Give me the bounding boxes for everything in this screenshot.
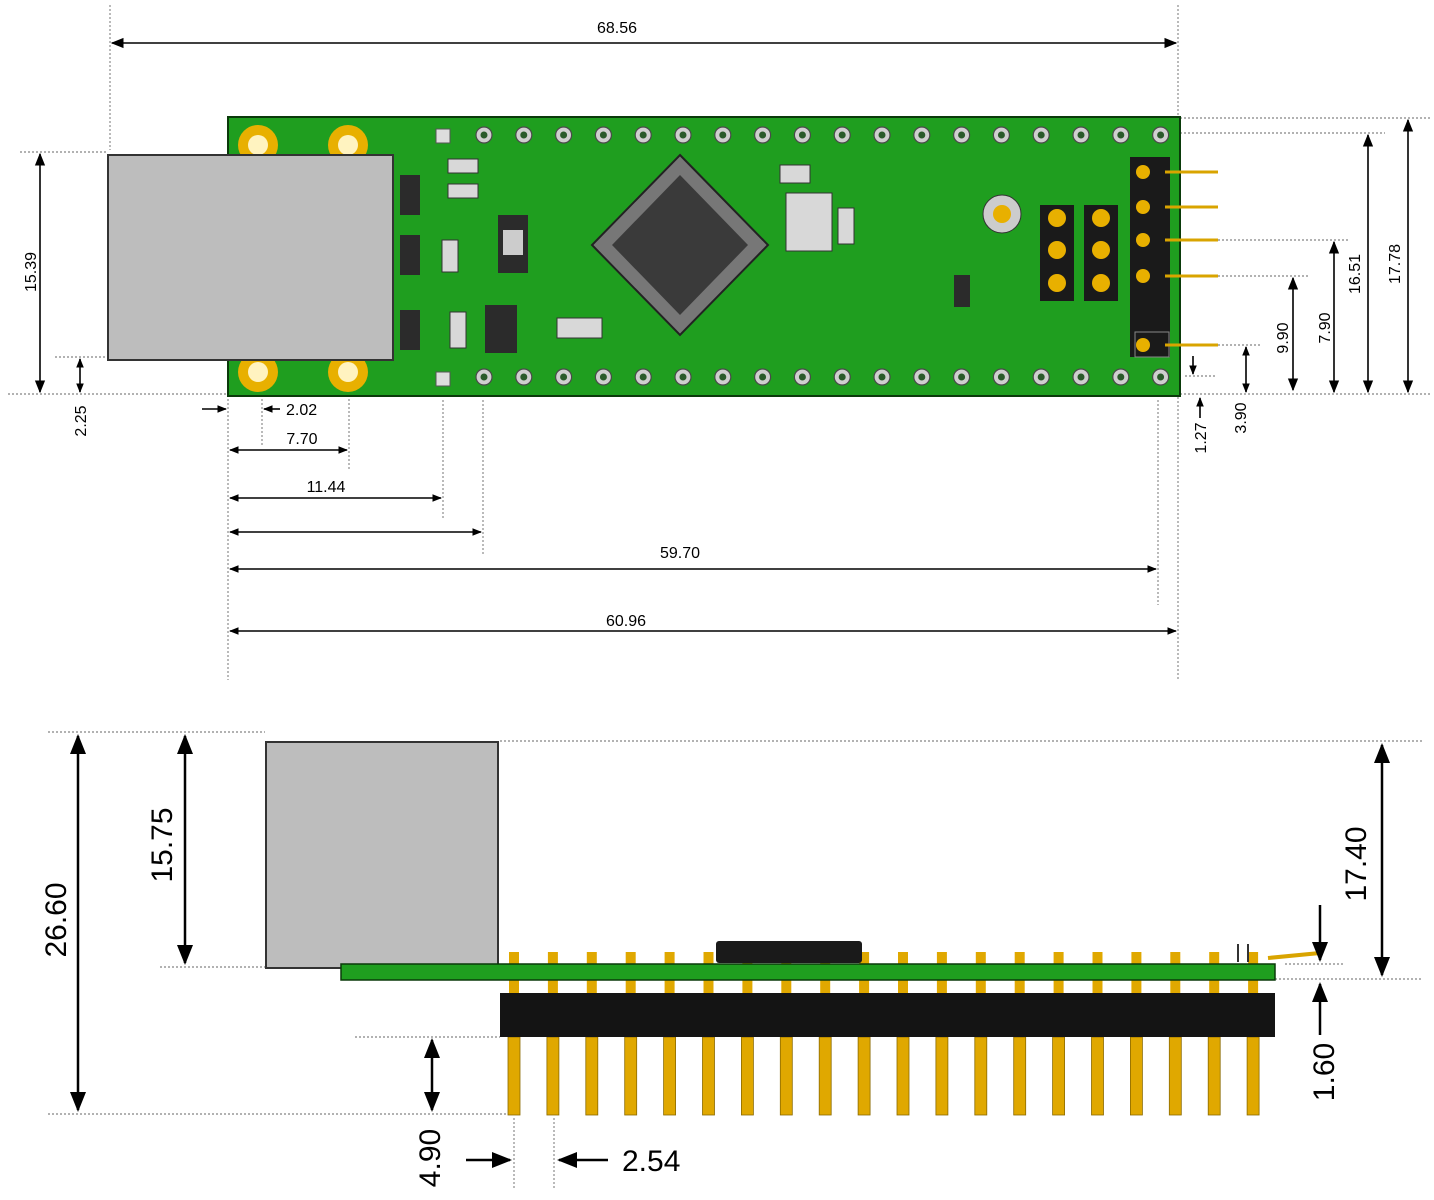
pin-shoulder: [859, 980, 870, 994]
header-pin: [1013, 1036, 1027, 1116]
header-pin: [818, 1036, 832, 1116]
header-pin: [1091, 1036, 1104, 1116]
header-pin: [1130, 1036, 1143, 1116]
label-usb-height: 15.75: [146, 807, 179, 882]
mcu-chip: [590, 153, 770, 337]
pin-shoulder: [625, 980, 636, 994]
pin-shoulder: [1131, 980, 1142, 994]
pin-stub: [1248, 952, 1259, 964]
right-angle-pin-side: [1267, 951, 1321, 960]
header-pin: [702, 1036, 715, 1116]
pin-stub: [625, 952, 636, 964]
label-header-d: 1.27: [1193, 422, 1210, 453]
pin-shoulder: [975, 980, 986, 994]
header-pin: [1246, 1036, 1260, 1116]
usb-mounting-pads: [107, 125, 394, 392]
pin-shoulder: [1209, 980, 1220, 994]
header-pin: [935, 1036, 949, 1116]
pin-row-top: [475, 126, 1170, 144]
label-header-c: 3.90: [1233, 402, 1250, 433]
usb-connector-side: [265, 741, 499, 969]
pin-stub: [509, 952, 519, 964]
label-usb-offset: 2.25: [73, 405, 90, 436]
label-hole-x2: 7.70: [286, 431, 317, 448]
pin-shoulder: [1092, 980, 1103, 994]
label-pin-pitch: 2.54: [622, 1145, 680, 1178]
pin-shoulder: [586, 980, 597, 994]
header-pins-side: [507, 952, 1260, 1116]
header-pin: [974, 1036, 988, 1116]
mcu-chip-side: [716, 941, 862, 963]
pin-shoulder: [1248, 980, 1259, 994]
pin-stub: [898, 952, 908, 964]
test-pad: [435, 371, 451, 387]
header-pin: [741, 1036, 754, 1116]
pin-stub: [936, 952, 947, 964]
pin-stub: [1092, 952, 1103, 964]
header-pin: [507, 1036, 521, 1116]
pin-shoulder: [664, 980, 675, 994]
header-pin: [896, 1036, 910, 1116]
header-pin: [624, 1036, 638, 1116]
pcb-board-side: [340, 963, 1276, 981]
pin-stub: [975, 952, 986, 964]
pin-stub: [1053, 952, 1064, 964]
label-hole-x1: 2.02: [286, 402, 317, 419]
jumper-headers: [1040, 205, 1118, 301]
label-pin-length: 4.90: [414, 1129, 447, 1187]
label-pcb-thickness: 1.60: [1308, 1043, 1341, 1101]
pin-shoulder: [703, 980, 714, 994]
right-angle-header: [1130, 157, 1218, 358]
pin-stub: [859, 952, 870, 964]
header-pin: [1052, 1036, 1065, 1116]
label-pcb-length: 60.96: [606, 613, 646, 630]
header-pin: [1207, 1036, 1221, 1116]
header-pin: [546, 1036, 560, 1116]
side-view: 26.60 15.75 17.40 1.60 4.90 2.54: [40, 731, 1422, 1190]
pin-stub: [1170, 952, 1181, 964]
label-header-b: 9.90: [1275, 322, 1292, 353]
pin-shoulder: [1170, 980, 1181, 994]
pin-stub: [664, 952, 675, 964]
pin-stub: [1209, 952, 1220, 964]
label-total-height: 26.60: [40, 882, 73, 957]
label-header-a: 7.90: [1317, 312, 1334, 343]
top-view: 68.56 15.39 2.25 2.02 7.70 11.44 59.70 6…: [8, 5, 1430, 680]
passive-components: [400, 158, 1022, 353]
header-pin: [857, 1036, 871, 1116]
pin-shoulder: [1014, 980, 1025, 994]
pin-stub: [1131, 952, 1142, 964]
test-pad: [435, 128, 451, 144]
label-pin-span: 59.70: [660, 545, 700, 562]
header-body-side: [500, 993, 1275, 1037]
label-pin-row-distance: 16.51: [1347, 254, 1364, 294]
label-hole-x3: 11.44: [307, 479, 346, 496]
pin-shoulder: [509, 980, 519, 994]
pin-shoulder: [781, 980, 792, 994]
pin-shoulder: [1053, 980, 1064, 994]
label-overall-length: 68.56: [597, 20, 637, 37]
pin-shoulder: [547, 980, 558, 994]
header-pin: [1168, 1036, 1182, 1116]
pin-shoulder: [742, 980, 753, 994]
pin-shoulder: [820, 980, 831, 994]
header-pin: [779, 1036, 793, 1116]
label-usb-width: 15.39: [23, 252, 40, 292]
pin-stub: [547, 952, 558, 964]
pin-stub: [586, 952, 597, 964]
pin-shoulder: [898, 980, 908, 994]
pin-stub: [1014, 952, 1025, 964]
pin-stub: [703, 952, 714, 964]
label-right-height: 17.40: [1340, 826, 1373, 901]
pin-shoulder: [936, 980, 947, 994]
label-pcb-width: 17.78: [1387, 244, 1404, 284]
header-pin: [585, 1036, 599, 1116]
pin-row-bottom: [475, 368, 1170, 386]
header-pin: [663, 1036, 676, 1116]
